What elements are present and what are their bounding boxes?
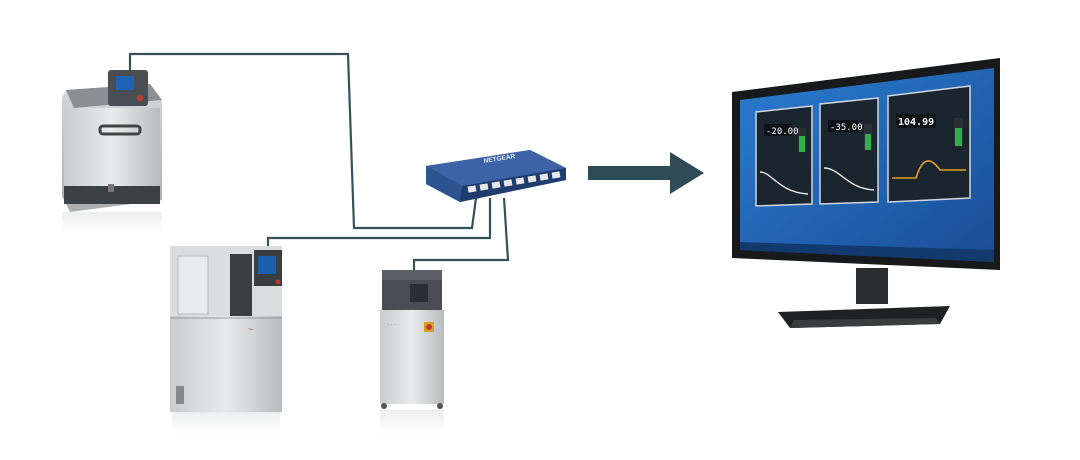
panel-temperature-readout: 104.99 <box>898 117 934 128</box>
switch-port <box>539 173 549 181</box>
switch-port <box>515 177 525 185</box>
switch-ports <box>467 171 561 193</box>
panel-trace <box>759 171 809 195</box>
switch-port <box>467 185 477 193</box>
panel-temperature-readout: -35.00 <box>830 123 863 133</box>
tower-unit-device: ~ <box>170 246 282 442</box>
switch-port <box>491 181 501 189</box>
screen-panel: 104.99 <box>887 85 971 203</box>
monitor-stand <box>856 268 888 304</box>
switch-port <box>479 183 489 191</box>
switch-brand-label: NETGEAR <box>483 153 516 165</box>
bath-circulator-device <box>62 70 162 240</box>
panel-trace <box>892 160 966 179</box>
screen-panel: -35.00 <box>819 97 879 205</box>
network-switch: NETGEAR <box>426 150 566 202</box>
panel-trace <box>823 167 875 191</box>
flow-arrow-icon <box>588 152 704 194</box>
cable-bath-to-switch <box>128 52 478 230</box>
chiller-unit-device: · · · <box>380 270 444 444</box>
controller-screen-icon <box>258 256 276 274</box>
svg-text:· · ·: · · · <box>388 322 396 328</box>
screen-panel: -20.00 <box>755 105 813 207</box>
switch-port <box>527 175 537 183</box>
switch-port <box>503 179 513 187</box>
svg-text:~: ~ <box>248 325 253 334</box>
panel-temperature-readout: -20.00 <box>766 127 799 137</box>
controller-screen-icon <box>116 76 134 90</box>
switch-port <box>551 171 561 179</box>
monitor: -20.00 -35.00 104.99 <box>732 58 1000 328</box>
